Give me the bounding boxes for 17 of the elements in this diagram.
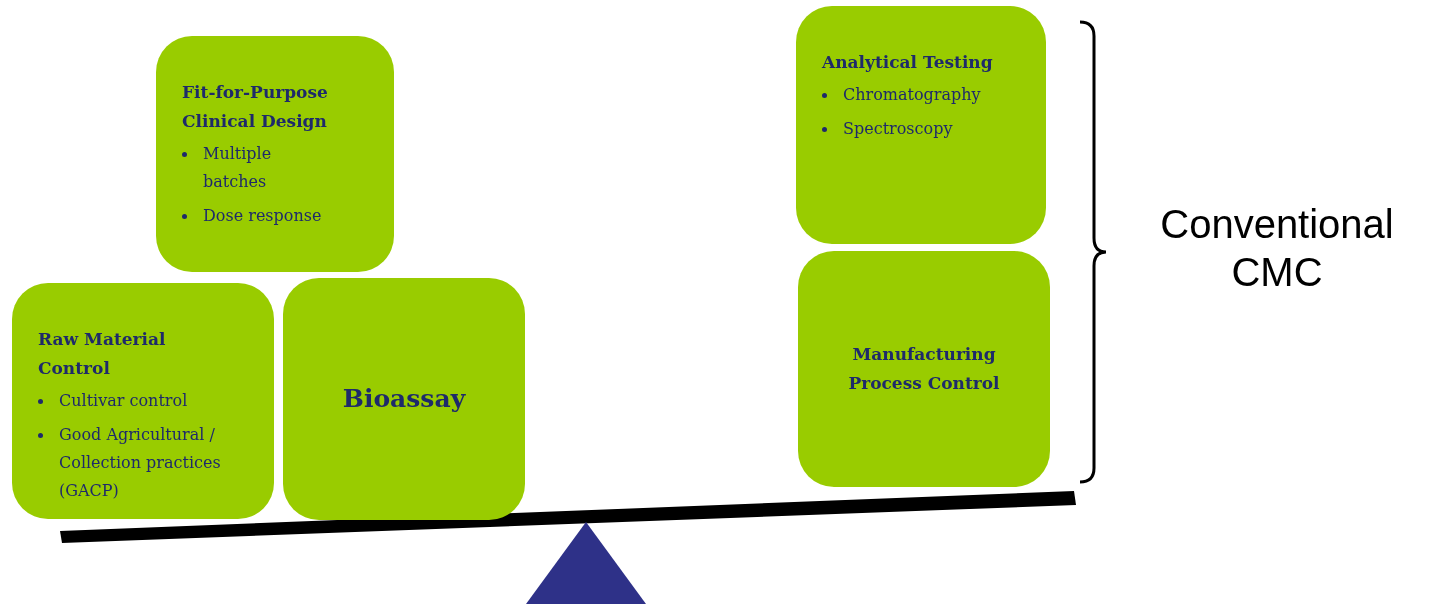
bullet-text: Cultivar control xyxy=(59,390,188,412)
bullet-text: Good Agricultural / Collection practices (GACP) xyxy=(59,424,222,502)
box-heading: Bioassay xyxy=(342,383,466,416)
box-heading: Analytical Testing xyxy=(822,51,994,74)
box-heading: Manufacturing Process Control xyxy=(847,343,1001,395)
content-box xyxy=(796,6,1046,244)
bracket-label: Conventional CMC xyxy=(1159,201,1395,296)
content-box xyxy=(156,36,394,272)
bullet-text: Chromatography xyxy=(843,84,981,106)
bullet-text: Multiple batches xyxy=(203,143,273,193)
bullet-text: Spectroscopy xyxy=(843,118,953,140)
box-heading: Raw Material Control xyxy=(38,328,167,380)
content-box xyxy=(283,278,525,520)
box-heading: Fit-for-Purpose Clinical Design xyxy=(182,81,329,133)
content-box xyxy=(798,251,1050,487)
bullet-text: Dose response xyxy=(203,205,322,227)
content-box xyxy=(12,283,274,519)
